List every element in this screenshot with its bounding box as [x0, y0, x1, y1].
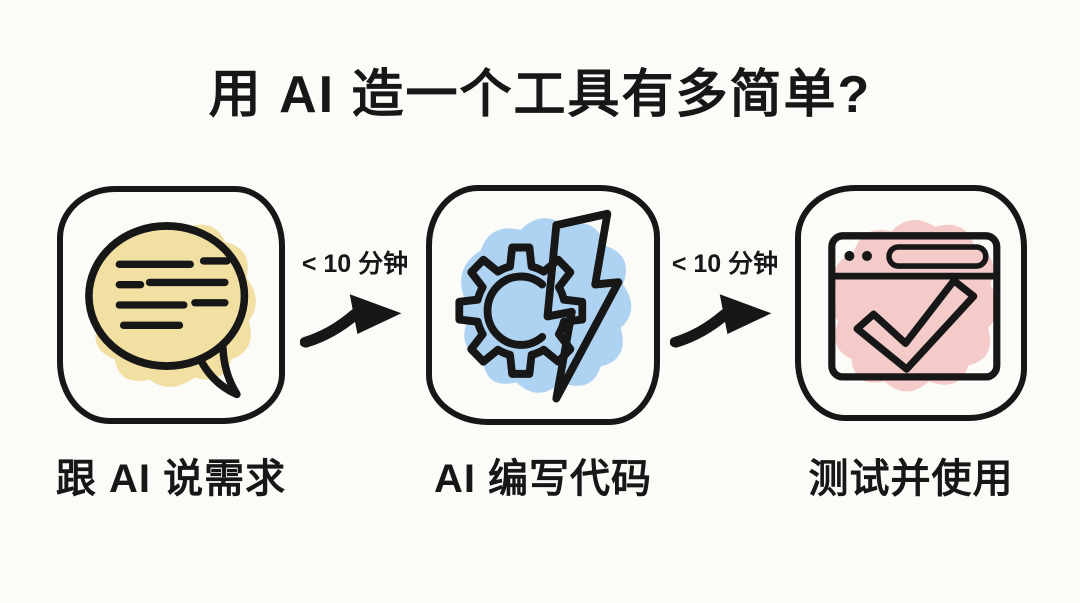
- browser-check-icon: [828, 219, 1001, 392]
- arrow-duration-label: < 10 分钟: [671, 250, 779, 278]
- step-card-ai-coding: [426, 185, 660, 425]
- browser-window-dot: [862, 250, 872, 261]
- browser-address-bar: [886, 244, 989, 269]
- gear-outline: [455, 243, 587, 378]
- checkmark-outline: [853, 276, 978, 373]
- step-label-test-and-use: 测试并使用: [808, 457, 1014, 501]
- curved-arrow-right-icon: [670, 294, 772, 348]
- speech-bubble-outline: [85, 221, 249, 370]
- pink-scribble-blob: [830, 219, 999, 392]
- curved-arrow-right-icon: [300, 294, 402, 348]
- arrow-step2-to-step3: < 10 分钟: [667, 244, 783, 348]
- arrow-duration-label: < 10 分钟: [301, 250, 409, 278]
- lightning-bolt-outline: [543, 209, 623, 403]
- speech-bubble-text-lines: [115, 257, 231, 330]
- arrow-step1-to-step2: < 10 分钟: [297, 244, 413, 348]
- speech-bubble-icon: [85, 221, 256, 399]
- diagram-title: 用 AI 造一个工具有多简单?: [208, 66, 872, 124]
- step-label-describe-needs: 跟 AI 说需求: [55, 457, 287, 501]
- browser-window-outline: [828, 232, 1001, 381]
- step-label-ai-coding: AI 编写代码: [433, 457, 653, 501]
- browser-window-dot: [844, 250, 855, 261]
- gear-inner-c: [483, 272, 547, 349]
- gear-lightning-icon: [455, 209, 632, 403]
- step-card-describe-needs: [57, 186, 285, 424]
- step-card-test-and-use: [795, 185, 1027, 421]
- speech-bubble-tail: [196, 342, 241, 399]
